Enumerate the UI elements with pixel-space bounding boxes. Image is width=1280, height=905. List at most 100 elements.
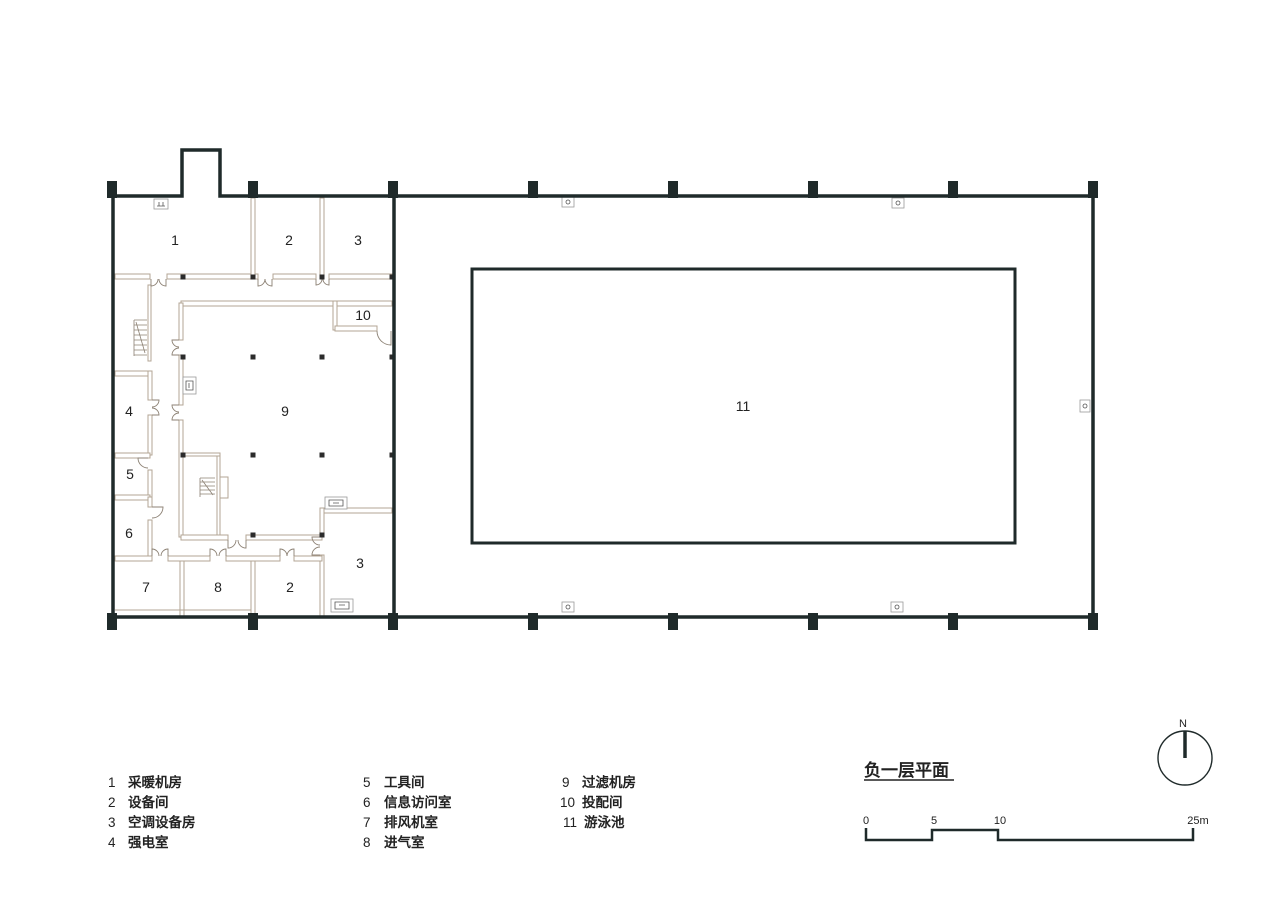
legend-number: 1 xyxy=(108,775,116,790)
scale-bar: 0 5 10 25m xyxy=(863,815,1209,842)
door-swing xyxy=(264,278,273,287)
north-label: N xyxy=(1179,718,1187,730)
room-label-3-north: 3 xyxy=(354,232,362,248)
door-swing xyxy=(286,548,295,557)
legend-item: 4 强电室 xyxy=(108,834,169,850)
stairs xyxy=(133,319,215,497)
partition-wall xyxy=(166,273,259,280)
fixture-icon xyxy=(1079,399,1091,413)
legend-number: 10 xyxy=(560,795,575,810)
structural-column xyxy=(668,181,678,198)
partition-wall xyxy=(180,534,229,541)
partition-wall xyxy=(319,554,325,617)
room-label-2-north: 2 xyxy=(285,232,293,248)
interior-column xyxy=(319,452,325,458)
interior-column xyxy=(319,354,325,360)
fixture-icon xyxy=(153,198,169,210)
interior-column xyxy=(319,532,325,538)
partition-wall xyxy=(293,555,323,562)
legend-number: 5 xyxy=(363,775,371,790)
partition-wall xyxy=(178,302,184,341)
partition-wall xyxy=(182,452,221,457)
legend-item: 2 设备间 xyxy=(108,794,169,810)
legend-item: 7 排风机室 xyxy=(363,814,438,830)
partition-wall xyxy=(114,494,151,501)
legend-number: 7 xyxy=(363,815,371,830)
interior-column xyxy=(319,274,325,280)
legend-name: 设备间 xyxy=(128,794,169,810)
legend-name: 投配间 xyxy=(582,794,623,810)
structural-column xyxy=(388,613,398,630)
structural-column xyxy=(528,181,538,198)
legend-name: 游泳池 xyxy=(584,814,625,830)
legend-name: 进气室 xyxy=(384,834,425,850)
room-labels: 1 2 3 10 9 4 5 6 7 8 2 3 11 xyxy=(125,232,750,595)
partition-wall xyxy=(334,300,393,307)
door-swing xyxy=(237,539,247,549)
legend-name: 信息访问室 xyxy=(384,794,452,810)
legend-item: 11 游泳池 xyxy=(563,814,625,830)
legend-number: 9 xyxy=(562,775,570,790)
fixture-icon xyxy=(561,196,575,208)
structural-column xyxy=(808,613,818,630)
door-swing xyxy=(151,407,160,416)
partition-wall xyxy=(147,469,153,498)
interior-column xyxy=(389,452,395,458)
interior-column xyxy=(250,274,256,280)
structural-column xyxy=(668,613,678,630)
room-label-3-south: 3 xyxy=(356,555,364,571)
legend-item: 3 空调设备房 xyxy=(108,814,196,830)
legend-item: 10 投配间 xyxy=(560,794,623,810)
room-label-11: 11 xyxy=(736,398,751,414)
partition-wall xyxy=(147,496,153,508)
partition-wall xyxy=(178,354,184,406)
drawing-title-block: 负一层平面 xyxy=(864,760,954,781)
legend-item: 1 采暖机房 xyxy=(108,774,182,790)
door-swing xyxy=(311,546,321,556)
legend-number: 2 xyxy=(108,795,116,810)
structural-column xyxy=(948,613,958,630)
room-label-5: 5 xyxy=(126,466,134,482)
fixture-icon xyxy=(891,197,905,209)
stair-symbol xyxy=(199,477,215,497)
interior-column xyxy=(180,452,186,458)
structural-columns xyxy=(107,181,1098,630)
fixture-icon xyxy=(561,601,575,613)
partition-wall xyxy=(114,370,151,377)
partition-wall xyxy=(147,284,152,362)
partition-wall xyxy=(179,560,185,617)
swimming-pool-outline xyxy=(470,267,1017,545)
door-swing xyxy=(150,278,159,287)
scale-bar-line xyxy=(864,828,1195,842)
partition-wall xyxy=(250,560,256,617)
partition-wall xyxy=(334,325,378,332)
door-swing xyxy=(257,278,266,287)
partition-wall xyxy=(319,197,325,276)
legend-number: 6 xyxy=(363,795,371,810)
door-swing xyxy=(322,278,330,286)
door-swing xyxy=(311,536,321,546)
legend-number: 4 xyxy=(108,835,116,850)
legend-number: 8 xyxy=(363,835,371,850)
room-label-4: 4 xyxy=(125,403,133,419)
interior-columns xyxy=(180,274,395,538)
partition-wall xyxy=(114,273,151,280)
north-arrow: N xyxy=(1157,718,1213,786)
door-swing xyxy=(218,548,227,557)
structural-column xyxy=(948,181,958,198)
interior-partitions xyxy=(114,197,393,617)
door-swing xyxy=(315,278,323,286)
door-swings xyxy=(137,278,392,557)
partition-wall xyxy=(272,273,317,280)
legend-item: 6 信息访问室 xyxy=(363,794,452,810)
partition-wall xyxy=(225,555,281,562)
partition-wall xyxy=(114,452,151,459)
legend-name: 工具间 xyxy=(384,774,425,790)
partition-wall xyxy=(167,555,211,562)
scale-label-25m: 25m xyxy=(1187,815,1208,827)
legend-name: 过滤机房 xyxy=(582,774,636,790)
structural-column xyxy=(808,181,818,198)
partition-wall xyxy=(114,555,153,562)
room-label-6: 6 xyxy=(125,525,133,541)
structural-column xyxy=(528,613,538,630)
